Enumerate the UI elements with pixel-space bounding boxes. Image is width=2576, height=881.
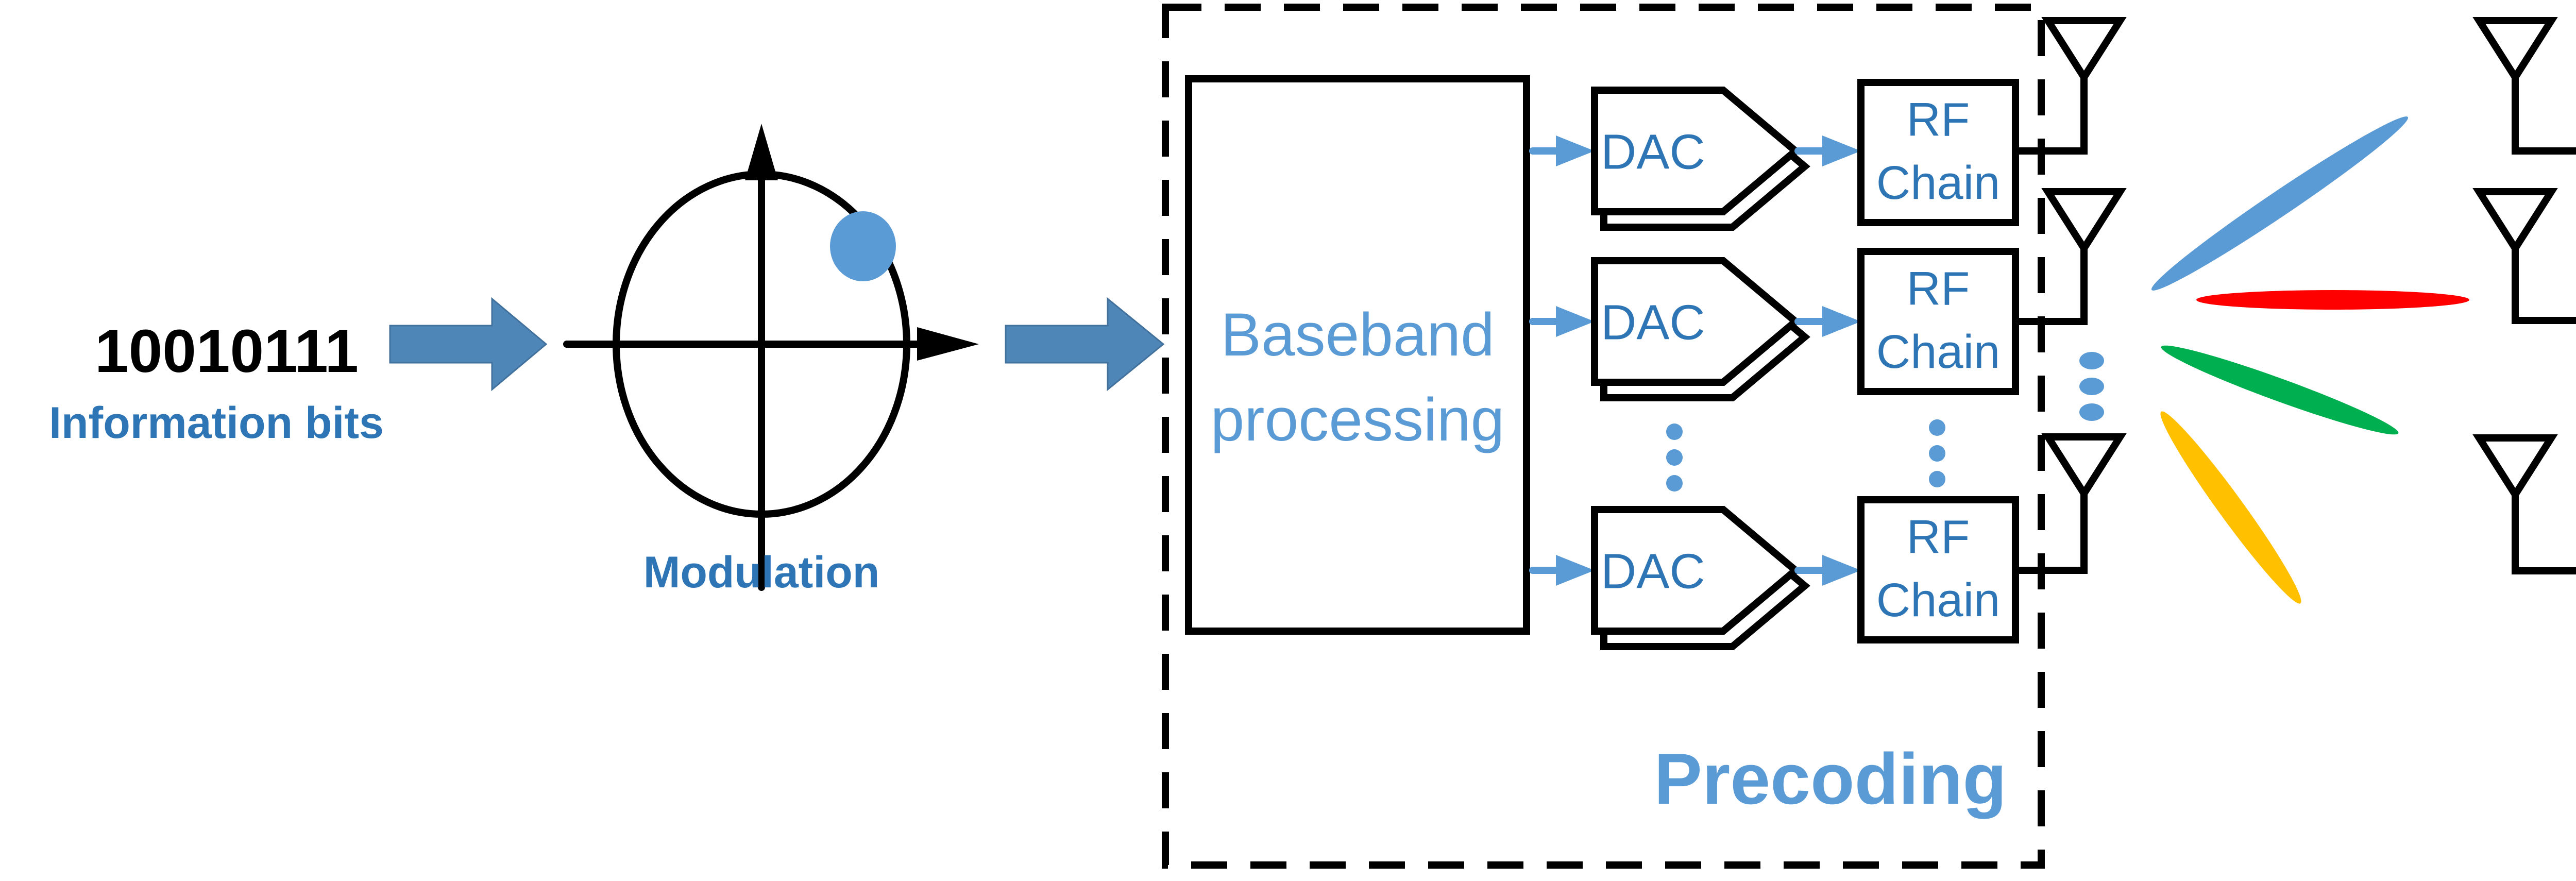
antenna-feed-line <box>2512 495 2576 574</box>
baseband-label-line1: Baseband <box>1221 301 1494 369</box>
modulation-constellation: Modulation <box>563 124 979 597</box>
tx-antenna-ellipsis <box>2079 352 2104 421</box>
tx-chain-row: DAC RF Chain <box>1529 433 2127 650</box>
tx-antenna-icon <box>2041 17 2127 84</box>
signal-arrow-baseband-to-dac <box>1529 555 1595 586</box>
antenna-feed-line <box>2512 77 2576 155</box>
tx-rf-chain-block: RF Chain <box>1857 79 2019 226</box>
rf-chain-ellipsis <box>1929 419 1945 487</box>
signal-arrow-dac-to-rf <box>1794 555 1861 586</box>
rf-label-line1: RF <box>1907 511 1970 563</box>
dac-block: DAC <box>1591 87 1810 231</box>
signal-arrow-baseband-to-dac <box>1529 135 1595 166</box>
converter-label: DAC <box>1601 544 1705 599</box>
rx-antenna-icon <box>2472 17 2558 84</box>
antenna-feed-line <box>2015 77 2088 155</box>
rf-label-line1: RF <box>1907 262 1970 315</box>
signal-arrow-dac-to-rf <box>1794 306 1861 337</box>
rf-label-line2: Chain <box>1876 574 2000 626</box>
tx-rf-chain-block: RF Chain <box>1857 496 2019 643</box>
receive-chains: RFChainADCDemodulationUser 1 RFChainADCDe… <box>2472 17 2576 574</box>
information-bits-label: Information bits <box>49 398 384 448</box>
beam-user-1 <box>2151 116 2409 291</box>
flow-arrow-bits-to-modulation <box>389 297 548 392</box>
tx-rf-chain-block: RF Chain <box>1857 248 2019 395</box>
converter-label: DAC <box>1601 125 1705 180</box>
tx-antenna-icon <box>2041 188 2127 256</box>
constellation-point <box>830 211 896 281</box>
modulation-label: Modulation <box>643 548 880 597</box>
baseband-processing-block: Baseband processing <box>1185 75 1530 635</box>
y-axis-arrowhead <box>745 124 778 180</box>
flow-arrow-modulation-to-precoding <box>1005 297 1165 392</box>
x-axis-arrowhead <box>917 327 979 361</box>
baseband-label-line2: processing <box>1211 386 1505 454</box>
rx-antenna-icon <box>2472 188 2558 256</box>
tx-chain-row: DAC RF Chain <box>1529 17 2127 231</box>
signal-arrow-baseband-to-dac <box>1529 306 1595 337</box>
bit-sequence: 10010111 <box>95 317 359 385</box>
beams <box>2151 116 2469 604</box>
rf-label-line2: Chain <box>1876 157 2000 209</box>
antenna-feed-line <box>2015 494 2088 574</box>
dac-block: DAC <box>1591 257 1810 401</box>
antenna-feed-line <box>2512 248 2576 324</box>
dac-block: DAC <box>1591 506 1810 650</box>
precoding-region <box>1162 4 2045 869</box>
precoding-label: Precoding <box>1654 738 2007 819</box>
rx-antenna-icon <box>2472 434 2558 502</box>
beam-user-k <box>2160 411 2301 604</box>
dac-ellipsis <box>1666 423 1683 492</box>
rx-chain-row: RFChainADCDemodulationUser 1 <box>2472 17 2576 155</box>
information-bits-group: 10010111 Information bits <box>49 317 384 448</box>
rx-chain-row: RFChainADCDemodulationUser K <box>2472 434 2576 574</box>
rf-label-line2: Chain <box>1876 326 2000 378</box>
converter-label: DAC <box>1601 295 1705 350</box>
tx-chain-row: DAC RF Chain <box>1529 188 2127 401</box>
beam-user-2 <box>2196 290 2469 310</box>
rx-chain-row: RFChainADCDemodulationUser 2 <box>2472 188 2576 324</box>
tx-antenna-icon <box>2041 433 2127 501</box>
antenna-feed-line <box>2015 248 2088 325</box>
beam-user-3 <box>2161 345 2399 435</box>
rf-label-line1: RF <box>1907 93 1970 146</box>
signal-arrow-dac-to-rf <box>1794 135 1861 166</box>
